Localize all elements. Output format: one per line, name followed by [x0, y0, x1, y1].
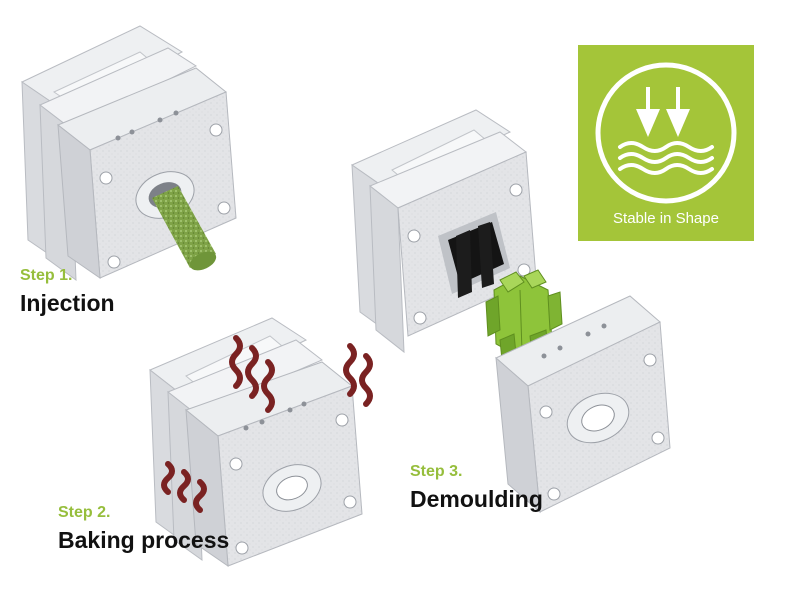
- injected-fiber-material: [152, 186, 217, 271]
- step-1-label: Step 1. Injection: [20, 268, 115, 315]
- step-2-label: Step 2. Baking process: [58, 505, 229, 552]
- badge-label: Stable in Shape: [613, 210, 719, 227]
- arrows-into-waves-icon: [595, 62, 737, 204]
- heat-waves-icon: [161, 335, 373, 513]
- step-number: Step 2.: [58, 504, 111, 521]
- step-number: Step 3.: [410, 463, 463, 480]
- moulded-part: [485, 269, 563, 361]
- step-3-label: Step 3. Demoulding: [410, 464, 543, 511]
- stable-in-shape-badge: Stable in Shape: [578, 45, 754, 241]
- step-number: Step 1.: [20, 267, 73, 284]
- step-title: Demoulding: [410, 486, 543, 512]
- mold-demoulding-front-half: [495, 295, 671, 514]
- step-title: Baking process: [58, 527, 230, 553]
- mold-injection: [20, 25, 237, 282]
- step-title: Injection: [20, 290, 115, 316]
- mold-baking: [149, 317, 363, 568]
